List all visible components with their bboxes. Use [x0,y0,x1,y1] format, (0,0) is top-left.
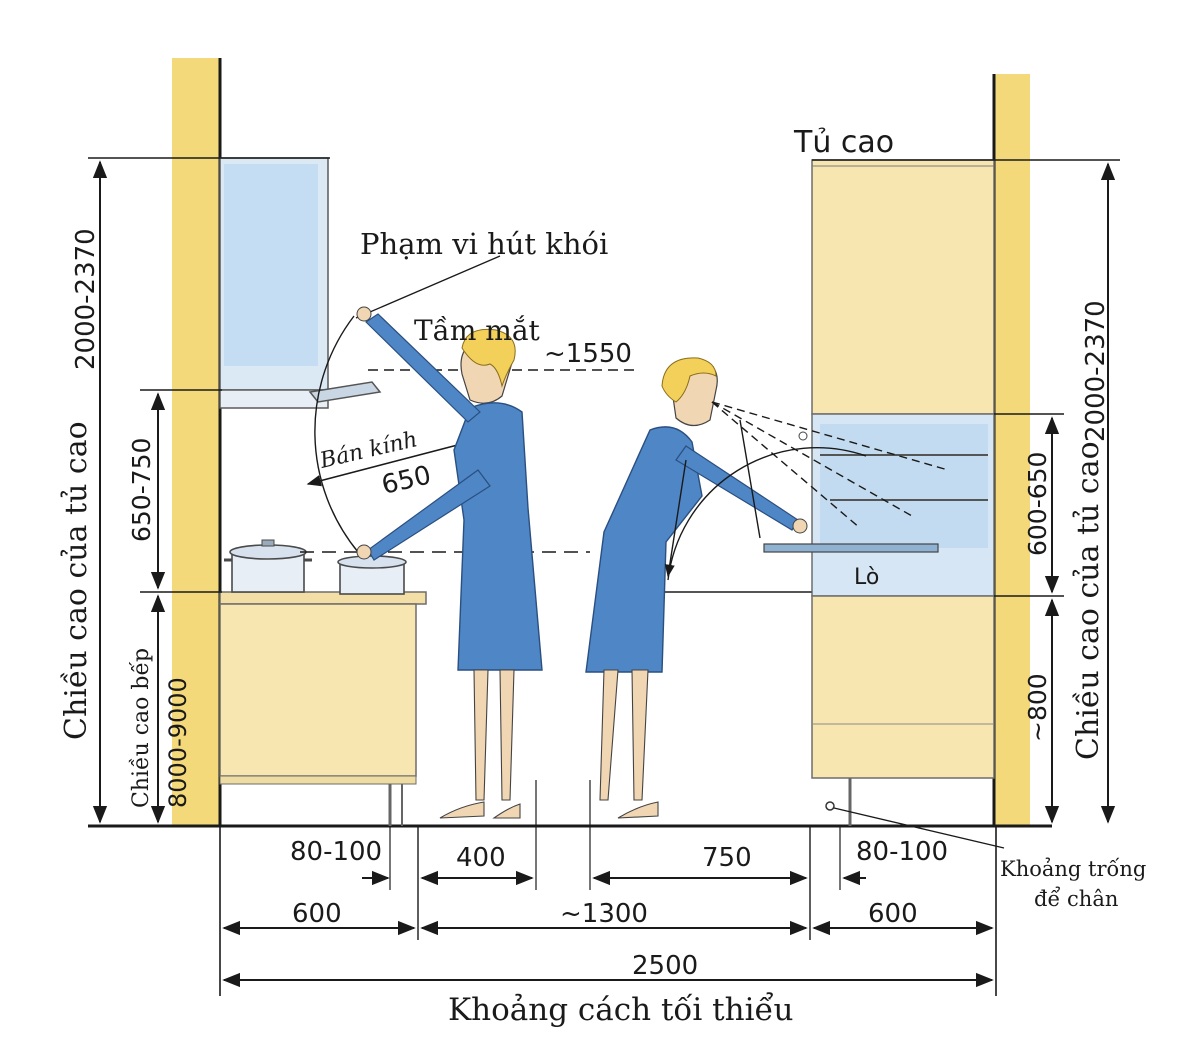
label-right-depth: 600 [868,899,918,929]
label-hood-range: Phạm vi hút khói [360,227,608,261]
range-hood [308,381,382,403]
hood-range-leader [355,255,501,319]
tall-cabinet-top [811,159,995,415]
toe-space-leader [833,807,1005,849]
pot-left [224,539,312,593]
hood-range-arc [314,315,359,553]
label-left-total: Chiều cao của tủ cao [59,421,94,740]
sight-line-3 [711,401,949,471]
label-eye-level: Tầm mắt [414,314,541,347]
label-right-person: 750 [702,843,752,873]
oven-knob [798,431,808,441]
label-right-total-value: 2000-2370 [1081,300,1111,442]
person-right [585,357,808,819]
label-left-toe: 80-100 [290,837,382,867]
label-tall-cabinet: Tủ cao [793,125,894,160]
reach-leader-right-2 [664,459,687,578]
left-base-plinth [219,775,417,785]
oven-window [820,424,988,548]
right-wall [994,74,1030,826]
label-left-person: 400 [456,843,506,873]
label-left-gap-value: 650-750 [127,438,156,542]
oven-tray [763,543,939,553]
label-left-total-value: 2000-2370 [71,228,101,370]
label-right-oven-value: 600-650 [1023,452,1052,556]
label-toe-space-2: để chân [1034,887,1118,911]
label-toe-space-1: Khoảng trống [1000,857,1146,881]
sight-line-1 [711,401,861,529]
label-radius-value: 650 [379,460,434,500]
label-right-total: Chiều cao của tủ cao [1071,441,1106,760]
reach-arc-right [667,447,867,581]
label-total: 2500 [632,951,698,981]
label-right-toe: 80-100 [856,837,948,867]
label-oven: Lò [854,565,879,590]
left-wall [172,58,220,826]
left-base-cabinet [219,603,417,777]
label-eye-level-value: ~1550 [544,339,632,369]
toe-space-marker [825,801,835,811]
label-right-lower-value: ~800 [1023,673,1052,742]
label-min-distance: Khoảng cách tối thiểu [448,991,794,1028]
reach-leader-right [739,419,761,539]
pot-right [337,555,407,595]
label-middle: ~1300 [560,899,648,929]
person-left [356,306,543,819]
label-kitchen-height-value: 8000-9000 [164,677,192,808]
label-kitchen-height: Chiều cao bếp [128,648,154,808]
left-upper-cabinet-glass [224,164,318,366]
label-left-depth: 600 [292,899,342,929]
tall-cabinet-bottom [811,595,995,779]
